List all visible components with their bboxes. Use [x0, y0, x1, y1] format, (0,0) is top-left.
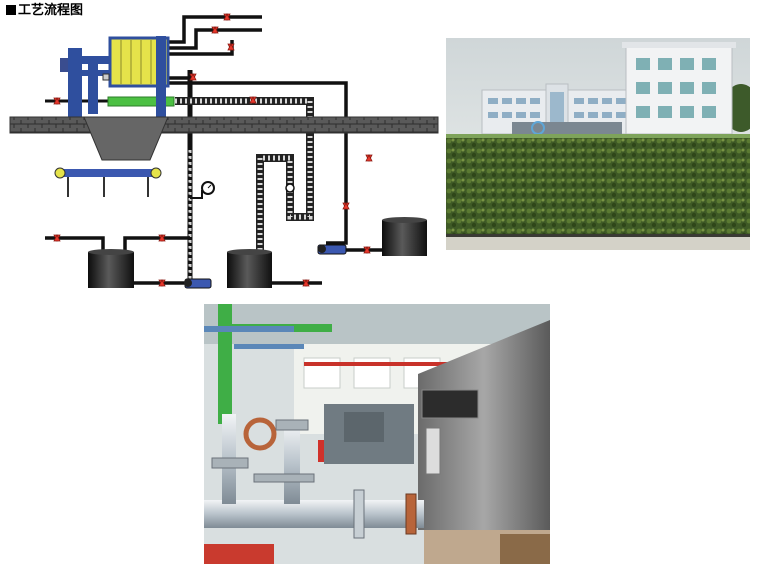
ground-floor [9, 116, 439, 134]
filter-press [60, 36, 170, 120]
valve-icon [249, 96, 257, 104]
pump-bottom [184, 278, 212, 289]
tank-left [88, 249, 134, 288]
valve-icon [53, 234, 61, 242]
check-valve-icon [285, 183, 295, 193]
valve-icon [363, 246, 371, 254]
upper-outlet-pipes [168, 15, 348, 245]
valve-icon [53, 97, 61, 105]
equipment-piping-illustration [204, 304, 550, 564]
equipment-piping-photo [204, 304, 550, 564]
factory-building-photo [446, 38, 750, 250]
diagram-title: 工艺流程图 [6, 3, 83, 19]
valve-markers [53, 13, 373, 287]
pump-right [317, 244, 347, 255]
discharge-hopper [83, 116, 169, 161]
valve-icon [158, 234, 166, 242]
valve-icon [158, 279, 166, 287]
valve-icon [223, 13, 231, 21]
belt-conveyor [54, 167, 162, 197]
tank-right [382, 217, 427, 256]
valve-icon [302, 279, 310, 287]
valve-icon [211, 26, 219, 34]
pressure-gauge [190, 181, 215, 199]
valve-icon [227, 43, 235, 51]
valve-icon [342, 202, 350, 210]
title-square-icon [6, 5, 16, 15]
tank-middle [227, 249, 272, 288]
lower-pipes [45, 236, 382, 285]
valve-icon [189, 73, 197, 81]
factory-building-illustration [446, 38, 750, 250]
valve-icon [365, 154, 373, 162]
feed-pipe-green-section [107, 96, 175, 107]
